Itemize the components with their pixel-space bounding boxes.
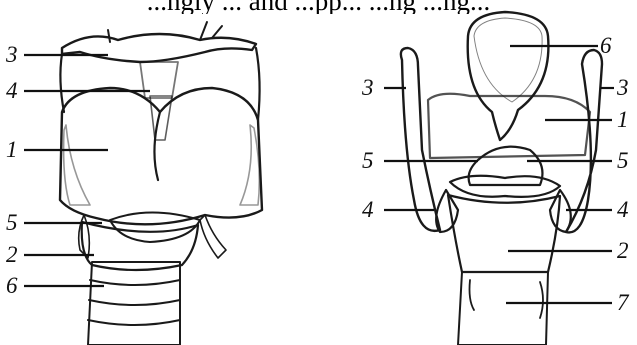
label-6-epiglottis: 6 <box>600 33 612 58</box>
left-view-leader-lines <box>24 55 150 286</box>
label-4-right: 4 <box>617 197 629 222</box>
label-6-trachea: 6 <box>6 273 18 298</box>
label-3-right-left: 3 <box>361 75 374 100</box>
label-2-cricoid: 2 <box>6 242 18 267</box>
label-5-right-left: 5 <box>362 148 374 173</box>
label-5-ligament: 5 <box>6 210 18 235</box>
label-2-right: 2 <box>617 238 629 263</box>
label-3-thyroid-hyoid: 3 <box>5 42 18 67</box>
label-4-membrane: 4 <box>6 78 18 103</box>
label-4-right-left: 4 <box>362 197 374 222</box>
label-1-thyroid: 1 <box>6 137 18 162</box>
label-5-right: 5 <box>617 148 629 173</box>
label-7-right: 7 <box>617 290 630 315</box>
larynx-posterior-view <box>401 12 602 345</box>
label-1-right: 1 <box>617 107 629 132</box>
larynx-anterior-view <box>60 22 262 345</box>
label-3-right: 3 <box>616 75 629 100</box>
